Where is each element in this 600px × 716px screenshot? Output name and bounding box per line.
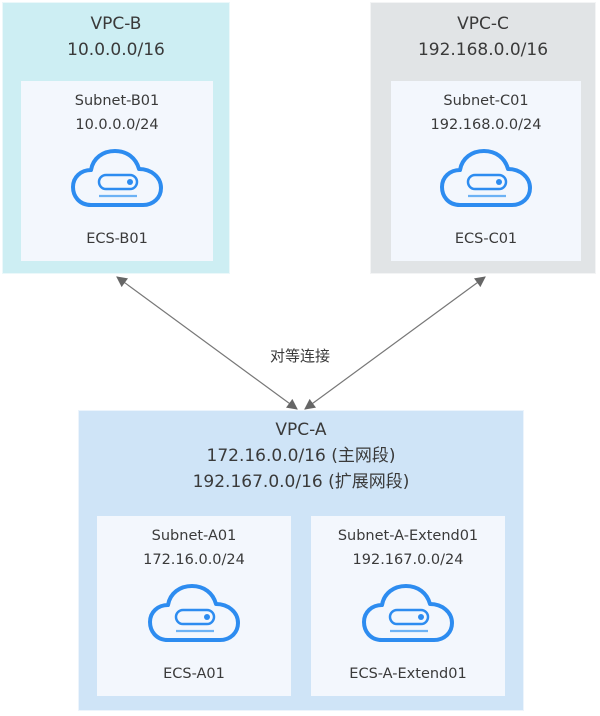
ecs-label: ECS-C01 (454, 231, 518, 247)
cloud-server-icon (148, 584, 240, 642)
ecs-label: ECS-B01 (86, 231, 148, 247)
vpc-a-name: VPC-A (275, 420, 327, 440)
subnet-a01: Subnet-A01 172.16.0.0/24 ECS-A01 (97, 516, 291, 696)
subnet-cidr: 192.168.0.0/24 (430, 117, 542, 133)
subnet-a-extend01: Subnet-A-Extend01 192.167.0.0/24 ECS-A-E… (311, 516, 505, 696)
cloud-server-icon (362, 584, 454, 642)
ecs-label: ECS-A-Extend01 (349, 666, 467, 682)
vpc-b: VPC-B 10.0.0.0/16 Subnet-B01 10.0.0.0/24… (2, 2, 230, 274)
subnet-cidr: 192.167.0.0/24 (352, 552, 464, 568)
cloud-server-icon (440, 149, 532, 207)
cloud-server-icon (71, 149, 163, 207)
vpc-c-cidr: 192.168.0.0/16 (417, 40, 549, 60)
subnet-b01: Subnet-B01 10.0.0.0/24 ECS-B01 (21, 81, 213, 261)
vpc-c: VPC-C 192.168.0.0/16 Subnet-C01 192.168.… (370, 2, 596, 274)
subnet-cidr: 10.0.0.0/24 (75, 117, 159, 133)
vpc-c-name: VPC-C (457, 14, 509, 34)
vpc-a-cidr-primary: 172.16.0.0/16 (主网段) (206, 446, 396, 466)
vpc-a-cidr-extended: 192.167.0.0/16 (扩展网段) (192, 472, 410, 492)
vpc-a: VPC-A 172.16.0.0/16 (主网段) 192.167.0.0/16… (78, 410, 524, 711)
peering-arrow-a-b (116, 276, 298, 410)
subnet-cidr: 172.16.0.0/24 (143, 552, 245, 568)
peering-arrow-a-c (304, 276, 486, 410)
subnet-c01: Subnet-C01 192.168.0.0/24 ECS-C01 (391, 81, 581, 261)
subnet-name: Subnet-A01 (151, 528, 237, 544)
subnet-name: Subnet-A-Extend01 (337, 528, 479, 544)
ecs-label: ECS-A01 (163, 666, 225, 682)
vpc-b-name: VPC-B (90, 14, 142, 34)
subnet-name: Subnet-B01 (74, 93, 160, 109)
subnet-name: Subnet-C01 (443, 93, 529, 109)
vpc-b-cidr: 10.0.0.0/16 (67, 40, 165, 60)
peering-label: 对等连接 (269, 347, 330, 365)
